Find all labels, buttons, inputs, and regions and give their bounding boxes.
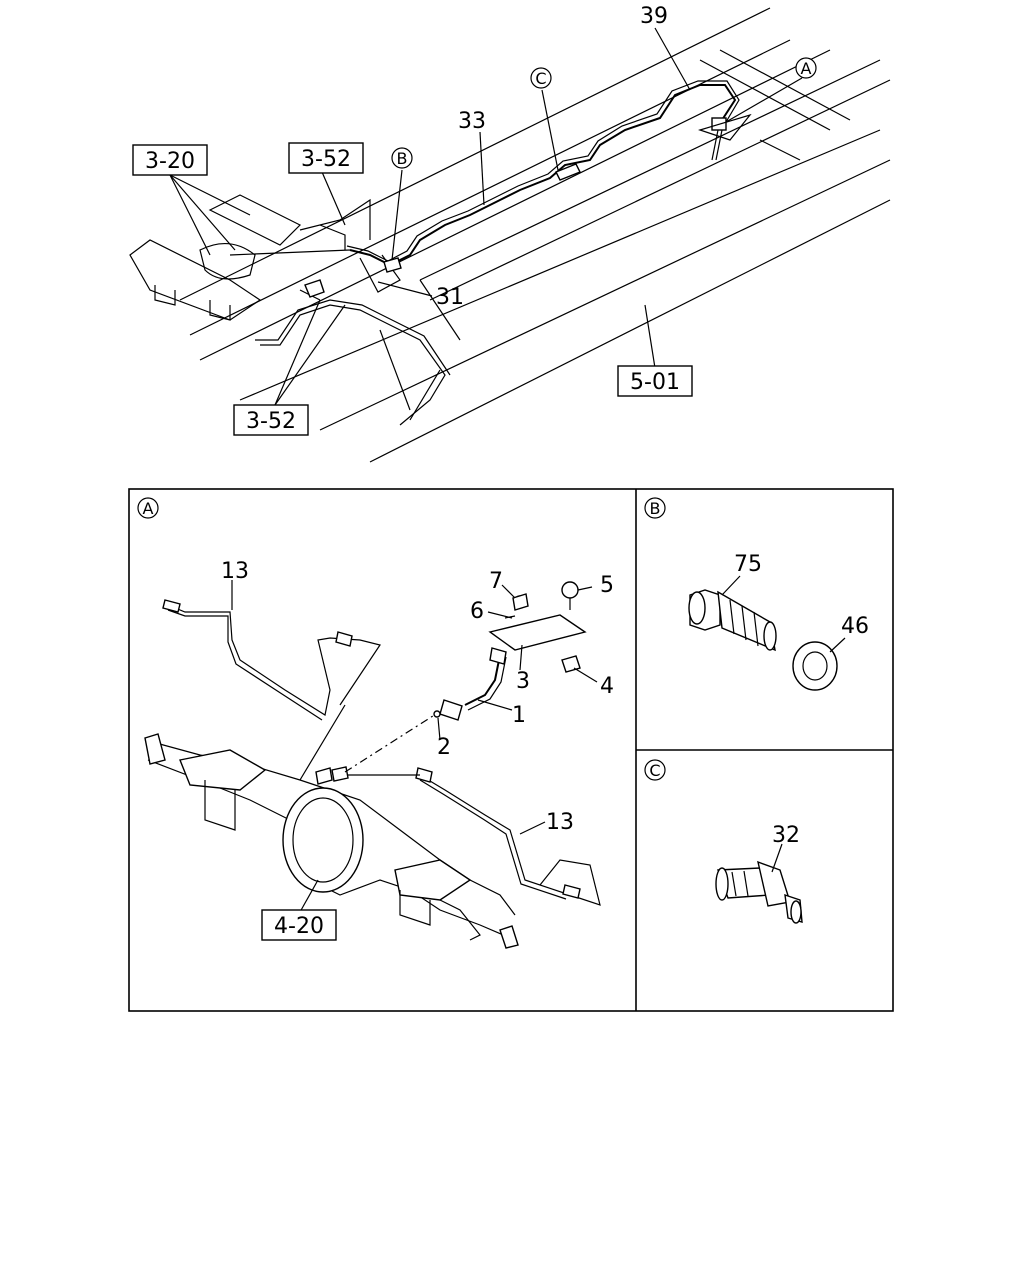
ref-3-52-top-text: 3-52 <box>301 147 351 172</box>
ref-box-3-20[interactable]: 3-20 <box>132 144 208 176</box>
rear-axle-drawing <box>144 733 519 949</box>
part-number-1: 1 <box>512 703 526 728</box>
ref-4-20-text: 4-20 <box>274 914 324 939</box>
panel-b-letter: B <box>650 499 661 518</box>
part-number-7: 7 <box>489 569 503 594</box>
panel-a-letter: A <box>143 499 154 518</box>
part-number-46: 46 <box>841 614 869 639</box>
ref-5-01-text: 5-01 <box>630 370 680 395</box>
panel-b-tag: B <box>644 497 666 519</box>
callout-a-top: A <box>795 57 817 79</box>
part-number-39: 39 <box>640 4 668 29</box>
ref-box-5-01[interactable]: 5-01 <box>617 365 693 397</box>
fitting-32 <box>715 843 803 924</box>
part-number-2: 2 <box>437 735 451 760</box>
callout-b-top: B <box>391 147 413 169</box>
callout-c-top: C <box>530 67 552 89</box>
fitting-75 <box>688 575 777 652</box>
part-number-75: 75 <box>734 552 762 577</box>
ref-box-3-52-top[interactable]: 3-52 <box>288 142 364 174</box>
ref-3-20-text: 3-20 <box>145 149 195 174</box>
ref-3-52-bottom-text: 3-52 <box>246 409 296 434</box>
panel-c-tag: C <box>644 759 666 781</box>
part-number-31: 31 <box>436 285 464 310</box>
leaders-top <box>169 27 803 406</box>
callout-c-letter: C <box>535 69 546 88</box>
nut-46 <box>792 637 846 691</box>
panel-c-letter: C <box>649 761 660 780</box>
leaders-panel-a <box>231 580 598 913</box>
panel-a-pipes <box>162 599 601 906</box>
part-number-5: 5 <box>600 573 614 598</box>
callout-b-letter: B <box>397 149 408 168</box>
part-number-3: 3 <box>516 669 530 694</box>
brake-pipes-top <box>229 80 752 426</box>
part-number-13-left: 13 <box>221 559 249 584</box>
part-number-4: 4 <box>600 674 614 699</box>
hose-assembly <box>344 581 587 773</box>
detail-panels-frame <box>128 488 894 1012</box>
part-number-32: 32 <box>772 823 800 848</box>
ref-box-4-20[interactable]: 4-20 <box>261 909 337 941</box>
panel-a-tag: A <box>137 497 159 519</box>
chassis-frame <box>129 7 891 463</box>
part-number-13-right: 13 <box>546 810 574 835</box>
part-number-33: 33 <box>458 109 486 134</box>
callout-a-letter: A <box>801 59 812 78</box>
ref-box-3-52-bottom[interactable]: 3-52 <box>233 404 309 436</box>
part-number-6: 6 <box>470 599 484 624</box>
